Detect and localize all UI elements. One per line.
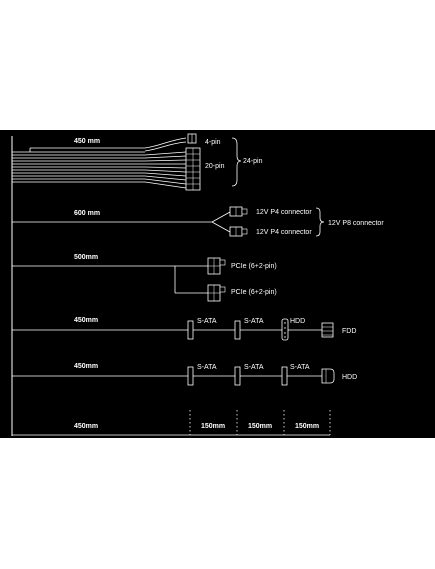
p2-sata-label-3: S-ATA: [290, 364, 310, 371]
dim-seg2-label: 150mm: [248, 423, 272, 430]
cpu-length-label: 600 mm: [74, 210, 100, 217]
cpu-p4-label-bottom: 12V P4 connector: [256, 229, 312, 236]
dimension-line: 450mm 150mm 150mm 150mm: [12, 410, 331, 436]
atx-4pin-label: 4-pin: [205, 139, 221, 146]
atx-brace: [231, 137, 242, 187]
p2-sata-label-1: S-ATA: [197, 364, 217, 371]
pcie-length-label: 500mm: [74, 254, 98, 261]
atx-cable: 450 mm: [12, 133, 263, 191]
p1-sata-label-2: S-ATA: [244, 318, 264, 325]
p1-hdd-connector: [281, 318, 289, 341]
p1-sata-connector-2: [234, 320, 241, 340]
atx-20pin-label: 20-pin: [205, 163, 225, 170]
dim-first-label: 450mm: [74, 423, 98, 430]
p2-sata-label-2: S-ATA: [244, 364, 264, 371]
p1-hdd-label: HDD: [290, 318, 305, 325]
pcie-label-2: PCIe (6+2-pin): [231, 289, 277, 296]
peripheral2-length-label: 450mm: [74, 363, 98, 370]
p2-sata-connector-2: [234, 366, 241, 386]
cpu-cable: 600 mm 12V P4 connector 12V P4 connector…: [12, 206, 384, 237]
cpu-p4-label-top: 12V P4 connector: [256, 209, 312, 216]
dim-seg3-label: 150mm: [295, 423, 319, 430]
p1-sata-connector-1: [187, 320, 194, 340]
atx-length-label: 450 mm: [74, 138, 100, 145]
pcie-label-1: PCIe (6+2-pin): [231, 263, 277, 270]
dim-seg1-label: 150mm: [201, 423, 225, 430]
peripheral-cable-2: 450mm S-ATA S-ATA S-ATA HDD: [12, 363, 357, 386]
p2-hdd-connector: [321, 368, 335, 384]
peripheral-cable-1: 450mm S-ATA S-ATA HDD FDD: [12, 317, 356, 341]
cpu-brace: [315, 207, 325, 237]
pcie-cable: 500mm PCIe (6+2-pin) PCIe (6+2-pin): [12, 254, 277, 302]
peripheral1-length-label: 450mm: [74, 317, 98, 324]
diagram-panel: 450 mm: [0, 130, 435, 438]
atx-24pin-label: 24-pin: [243, 158, 263, 165]
p1-fdd-label: FDD: [342, 328, 356, 335]
atx-wire-bundle: [12, 137, 187, 189]
p2-sata-connector-3: [281, 366, 288, 386]
cable-diagram: 450 mm: [11, 133, 384, 436]
p1-fdd-connector: [321, 322, 334, 338]
cpu-p8-label: 12V P8 connector: [328, 220, 384, 227]
p1-sata-label-1: S-ATA: [197, 318, 217, 325]
p2-hdd-label: HDD: [342, 374, 357, 381]
p2-sata-connector-1: [187, 366, 194, 386]
